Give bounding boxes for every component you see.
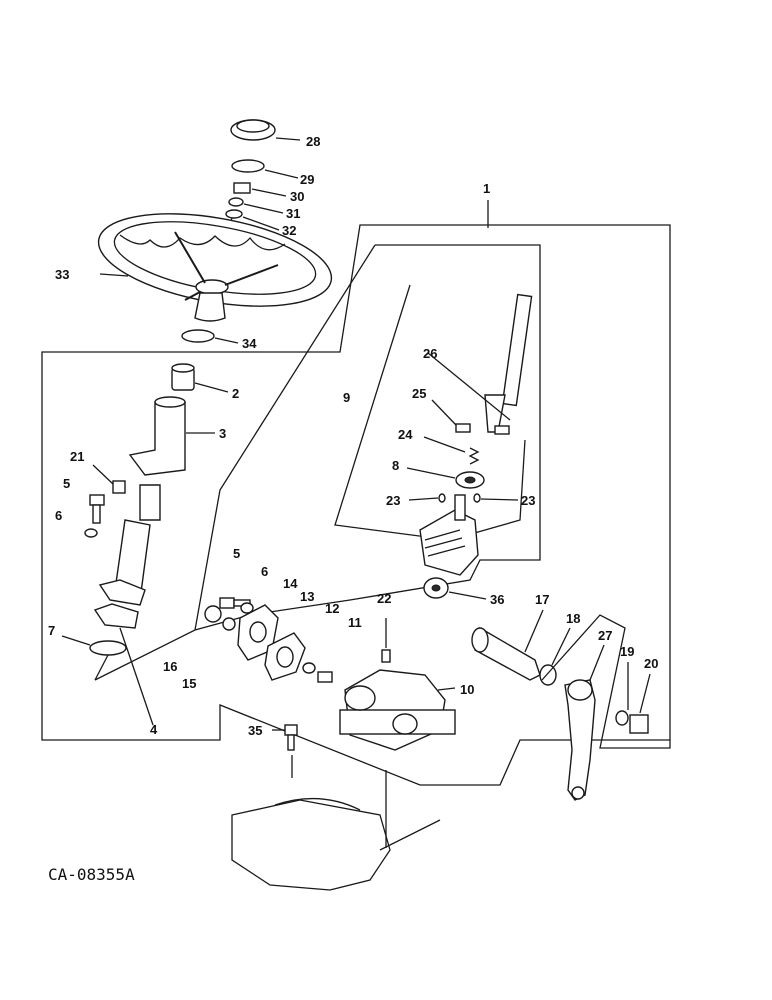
worm-gear xyxy=(419,494,479,576)
oring-23-right xyxy=(473,493,519,503)
callout-15: 15 xyxy=(182,676,196,691)
washer xyxy=(225,209,280,231)
steering-wheel xyxy=(97,213,333,322)
spring-24 xyxy=(423,436,480,465)
bearing-36 xyxy=(423,577,487,600)
callout-13: 13 xyxy=(300,589,314,604)
oring-23-left xyxy=(408,493,446,503)
transmission-housing xyxy=(231,770,441,891)
callout-19: 19 xyxy=(620,644,634,659)
callout-7: 7 xyxy=(48,623,55,638)
callout-34: 34 xyxy=(242,336,257,351)
seal-18 xyxy=(539,627,571,686)
callout-10: 10 xyxy=(460,682,474,697)
callout-25: 25 xyxy=(412,386,426,401)
bolt-26 xyxy=(494,425,510,435)
lockwasher-19 xyxy=(615,662,629,726)
lock-washer-center xyxy=(240,602,254,614)
callout-28: 28 xyxy=(306,134,320,149)
worm-shaft xyxy=(427,293,533,433)
callout-24: 24 xyxy=(398,427,413,442)
washer-12 xyxy=(302,662,316,674)
callout-18: 18 xyxy=(566,611,580,626)
retainer xyxy=(231,159,299,179)
callout-21: 21 xyxy=(70,449,84,464)
callout-35: 35 xyxy=(248,723,262,738)
callout-6a: 6 xyxy=(55,508,62,523)
horn-cap xyxy=(230,119,301,141)
callout-23b: 23 xyxy=(521,493,535,508)
diagram-code: CA-08355A xyxy=(48,865,135,884)
callout-1: 1 xyxy=(483,181,490,196)
callout-11: 11 xyxy=(348,615,362,630)
callout-5a: 5 xyxy=(63,476,70,491)
washer-15 xyxy=(222,617,236,631)
o-ring xyxy=(61,635,127,681)
callout-3: 3 xyxy=(219,426,226,441)
bearing-8 xyxy=(406,467,485,489)
callout-27: 27 xyxy=(598,628,612,643)
callout-17: 17 xyxy=(535,592,549,607)
callout-33: 33 xyxy=(55,267,69,282)
lock-washer xyxy=(228,197,284,214)
bolt-left xyxy=(89,494,105,524)
callout-23a: 23 xyxy=(386,493,400,508)
bolt-21 xyxy=(92,464,126,494)
callout-32: 32 xyxy=(282,223,296,238)
callout-16: 16 xyxy=(163,659,177,674)
pin-25 xyxy=(431,399,471,433)
callout-5b: 5 xyxy=(233,546,240,561)
callout-2: 2 xyxy=(232,386,239,401)
cover-gasket xyxy=(264,632,306,681)
nut-16 xyxy=(204,605,222,623)
callout-9: 9 xyxy=(343,390,350,405)
callout-36: 36 xyxy=(490,592,504,607)
callout-29: 29 xyxy=(300,172,314,187)
callout-26: 26 xyxy=(423,346,437,361)
callout-6b: 6 xyxy=(261,564,268,579)
callout-4: 4 xyxy=(150,722,158,737)
nut-20 xyxy=(629,673,651,734)
gasket xyxy=(93,603,154,726)
sector-shaft xyxy=(471,609,544,681)
assembly-boundary xyxy=(41,200,671,786)
callout-30: 30 xyxy=(290,189,304,204)
callout-8: 8 xyxy=(392,458,399,473)
plug xyxy=(381,618,391,663)
steering-column-upper xyxy=(128,396,215,521)
steering-gear-housing xyxy=(339,669,456,751)
bolt-11 xyxy=(317,671,333,683)
bushing xyxy=(171,363,229,393)
washer-left xyxy=(84,528,98,538)
callout-12: 12 xyxy=(325,601,339,616)
steering-column-lower xyxy=(98,519,151,606)
callout-labels: 1 28 29 30 31 32 33 34 2 3 21 5 6 7 4 5 … xyxy=(48,134,658,738)
callout-20: 20 xyxy=(644,656,658,671)
pitman-arm xyxy=(564,644,605,801)
callout-31: 31 xyxy=(286,206,300,221)
nut xyxy=(233,182,287,197)
callout-14: 14 xyxy=(283,576,298,591)
bottom-washer xyxy=(181,329,239,344)
callout-22: 22 xyxy=(377,591,391,606)
bolt-35 xyxy=(272,724,298,778)
